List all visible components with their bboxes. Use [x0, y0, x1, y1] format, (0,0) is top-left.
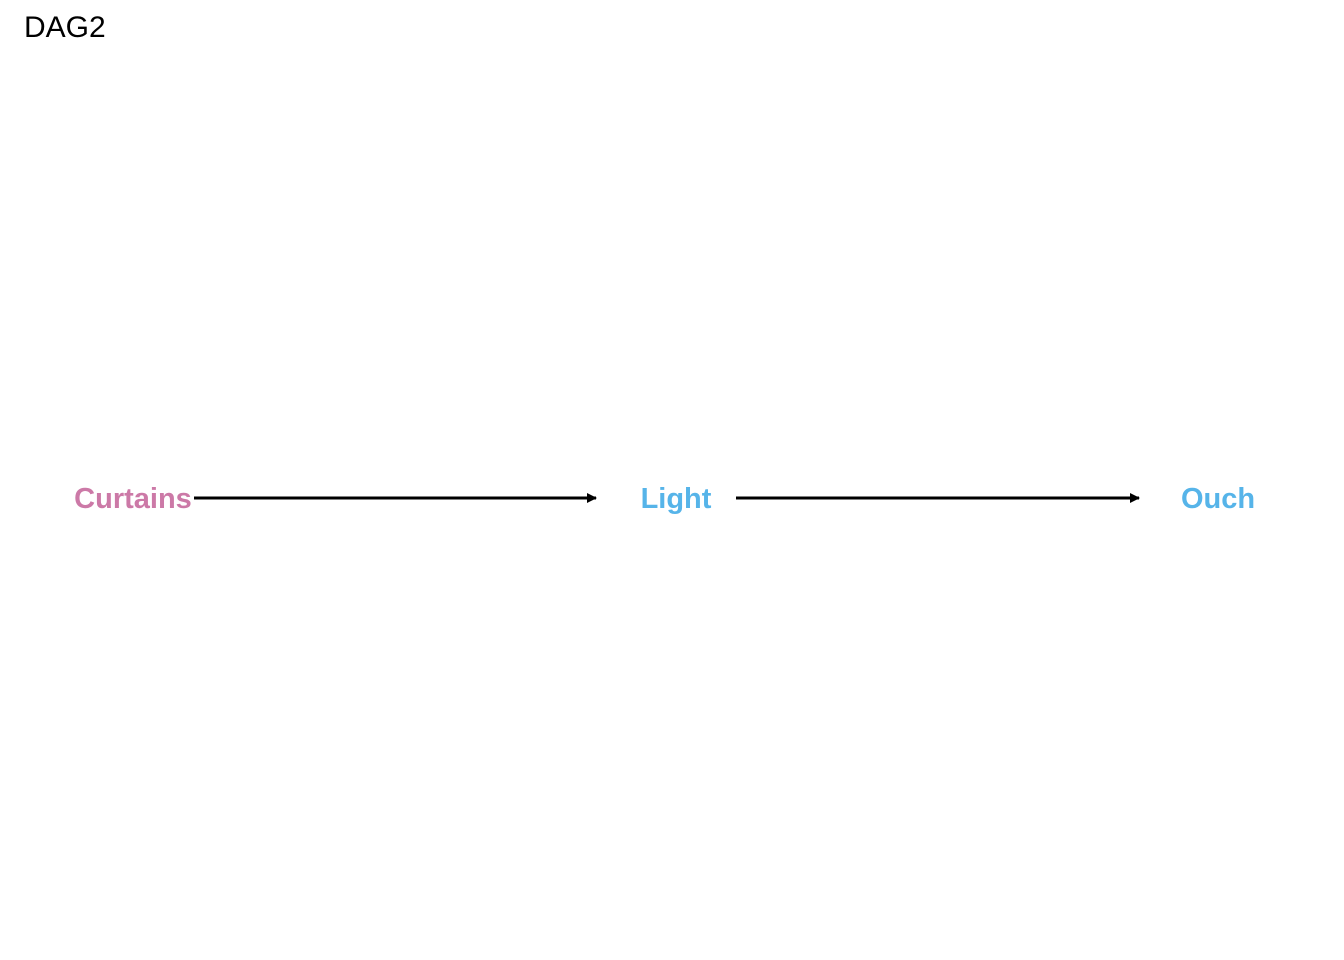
node-light: Light — [641, 483, 712, 515]
node-ouch: Ouch — [1181, 483, 1255, 515]
diagram-title: DAG2 — [24, 11, 106, 44]
node-curtains: Curtains — [74, 483, 192, 515]
